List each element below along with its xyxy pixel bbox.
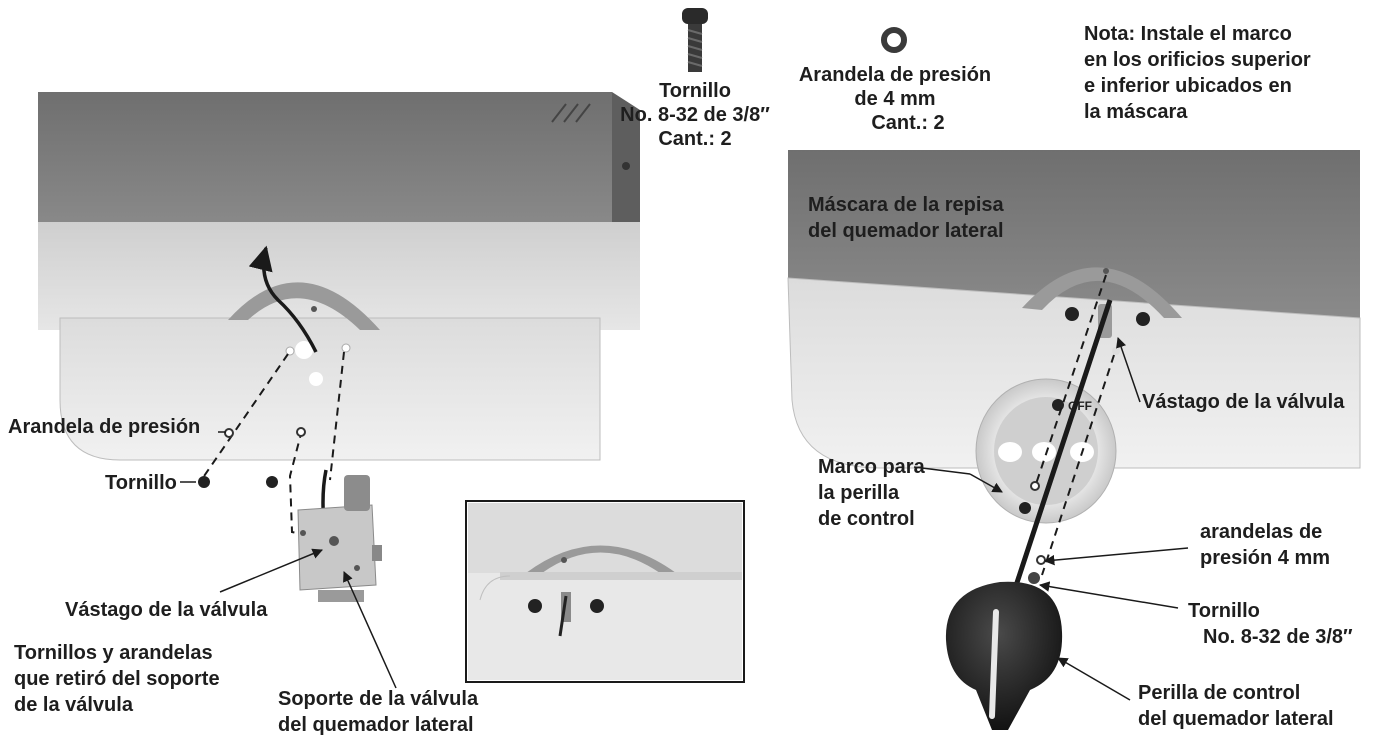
- right-valve-stem-label: Vástago de la válvula: [1142, 391, 1345, 413]
- right-hardware: [1028, 555, 1046, 584]
- screw-parts-label: Tornillo No. 8-32 de 3/8″ Cant.: 2: [620, 79, 770, 151]
- valve-bracket-line: del quemador lateral: [278, 714, 474, 736]
- screw-parts-line: Cant.: 2: [658, 128, 732, 150]
- right-screw-label: Tornillo No. 8-32 de 3/8″: [1188, 598, 1353, 650]
- note-line: la máscara: [1084, 101, 1188, 123]
- washer-parts-line: Cant.: 2: [871, 112, 945, 134]
- washer-parts-line: de 4 mm: [854, 88, 936, 110]
- valve-bracket-label: Soporte de la válvula del quemador later…: [278, 686, 478, 738]
- right-leader-lines: [913, 337, 1189, 701]
- control-knob-line: Perilla de control: [1138, 682, 1301, 704]
- valve-bracket: [297, 475, 382, 602]
- right-assembly-lines: [1005, 274, 1115, 611]
- lock-washers-line: arandelas de: [1200, 521, 1323, 543]
- washer-parts-label: Arandela de presión de 4 mm Cant.: 2: [790, 63, 1000, 135]
- knob-bezel-label: Marco para la perilla de control: [818, 454, 925, 532]
- left-hardware: [198, 427, 306, 488]
- valve-bracket-line: Soporte de la válvula: [278, 688, 479, 710]
- control-knob-line: del quemador lateral: [1138, 708, 1334, 730]
- left-shelf-panel: [38, 92, 640, 461]
- control-knob: [945, 581, 1063, 730]
- knob-bezel-line: de control: [818, 508, 915, 530]
- right-screw-line: Tornillo: [1188, 600, 1260, 622]
- right-screw-line: No. 8-32 de 3/8″: [1203, 626, 1353, 648]
- screw-parts-line: Tornillo: [659, 80, 731, 102]
- washer-icon: [881, 27, 907, 53]
- valve-stem-label: Vástago de la válvula: [65, 599, 268, 621]
- removed-hardware-line: que retiró del soporte: [14, 668, 220, 690]
- shelf-mask-line: del quemador lateral: [808, 220, 1004, 242]
- left-leader-lines: [180, 431, 397, 689]
- removed-hardware-line: de la válvula: [14, 694, 133, 716]
- removed-hardware-line: Tornillos y arandelas: [14, 642, 213, 664]
- washer-parts-line: Arandela de presión: [798, 64, 992, 86]
- control-knob-label: Perilla de control del quemador lateral: [1138, 680, 1334, 732]
- screw-label: Tornillo: [105, 472, 177, 494]
- lock-washer-label: Arandela de presión: [8, 416, 201, 438]
- lock-washers-label: arandelas de presión 4 mm: [1200, 519, 1330, 571]
- installation-note: Nota: Instale el marco en los orificios …: [1084, 21, 1311, 125]
- knob-bezel-line: Marco para: [818, 456, 925, 478]
- screw-parts-line: No. 8-32 de 3/8″: [620, 104, 770, 126]
- note-line: Nota: Instale el marco: [1084, 23, 1292, 45]
- note-line: en los orificios superior: [1084, 49, 1311, 71]
- removed-hardware-label: Tornillos y arandelas que retiró del sop…: [14, 640, 220, 718]
- inset-detail: [465, 500, 745, 683]
- screw-icon: [682, 8, 708, 72]
- flame-icon: [1052, 399, 1064, 411]
- shelf-mask-label: Máscara de la repisa del quemador latera…: [808, 192, 1004, 244]
- shelf-mask-line: Máscara de la repisa: [808, 194, 1004, 216]
- note-line: e inferior ubicados en: [1084, 75, 1292, 97]
- knob-bezel-line: la perilla: [818, 482, 900, 504]
- lock-washers-line: presión 4 mm: [1200, 547, 1331, 569]
